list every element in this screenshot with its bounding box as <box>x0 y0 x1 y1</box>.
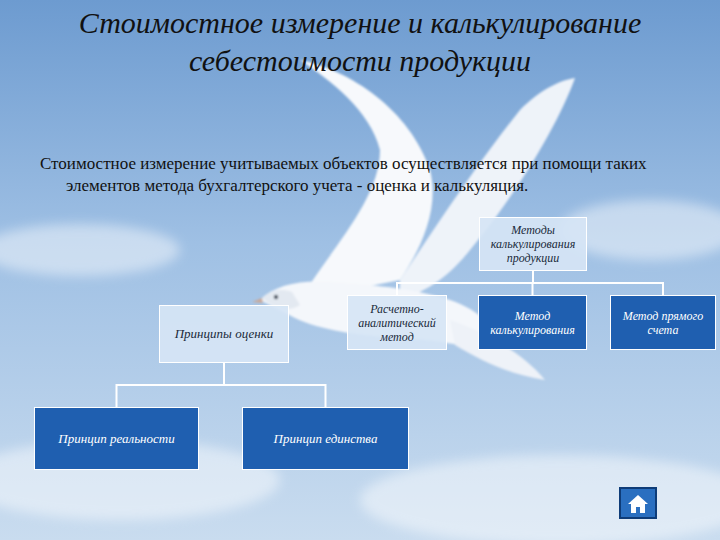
body-text: Стоимостное измерение учитываемых объект… <box>40 153 680 197</box>
method-box: Методы калькулирования продукции <box>479 217 587 271</box>
method-box: Расчетно-аналитический метод <box>347 295 447 350</box>
box-label: Метод прямого счета <box>617 309 709 337</box>
method-box: Принцип единства <box>242 407 409 470</box>
box-label: Методы калькулирования продукции <box>486 223 580 265</box>
box-label: Принцип реальности <box>58 431 174 447</box>
tree-connector <box>397 271 533 295</box>
tree-connector <box>224 363 326 407</box>
box-label: Принцип единства <box>274 431 378 447</box>
method-box: Метод прямого счета <box>610 295 716 350</box>
tree-connector <box>533 271 663 295</box>
box-label: Метод калькулирования <box>485 309 580 337</box>
home-button <box>620 488 656 518</box>
box-label: Расчетно-аналитический метод <box>354 302 440 344</box>
method-box: Принципы оценки <box>159 305 289 363</box>
tree-connector <box>117 363 225 407</box>
box-label: Принципы оценки <box>175 326 274 342</box>
method-box: Метод калькулирования <box>478 295 587 350</box>
slide-title: Стоимостное измерение и калькулирование … <box>60 4 660 80</box>
method-box: Принцип реальности <box>34 407 199 470</box>
